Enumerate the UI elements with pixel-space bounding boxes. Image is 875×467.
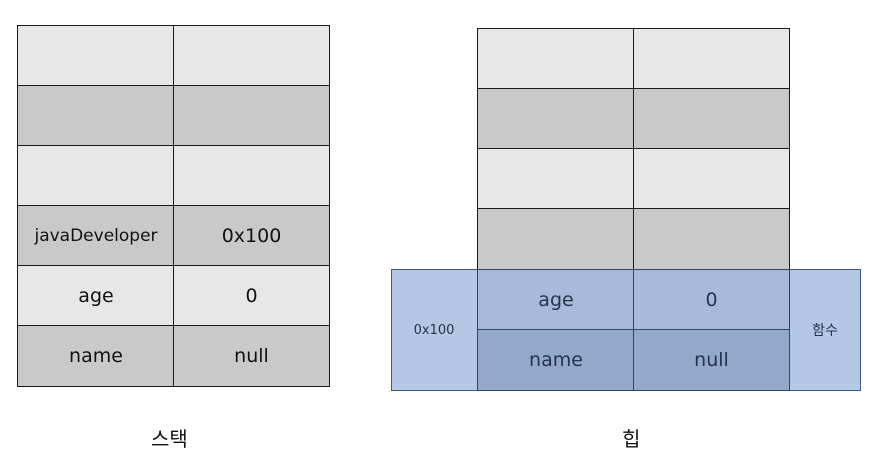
heap-object-field-age-value: 0	[633, 269, 790, 331]
stack-row-1-name	[17, 25, 175, 87]
heap-object-field-age-name: age	[477, 269, 635, 331]
stack-row-name-value: null	[173, 325, 330, 387]
stack-row-javadeveloper-value: 0x100	[173, 205, 330, 267]
stack-row-3-name	[17, 145, 175, 207]
heap-row-3-value	[633, 148, 790, 210]
stack-caption: 스택	[151, 427, 188, 451]
stack-row-2-name	[17, 85, 175, 147]
stack-row-2-value	[173, 85, 330, 147]
heap-row-4-name	[477, 208, 635, 270]
heap-object-field-name-value: null	[633, 329, 790, 391]
heap-row-2-value	[633, 88, 790, 150]
heap-object-field-name-name: name	[477, 329, 635, 391]
stack-row-1-value	[173, 25, 330, 87]
stack-row-3-value	[173, 145, 330, 207]
heap-object-address: 0x100	[413, 322, 455, 338]
stack-row-javadeveloper-name: javaDeveloper	[17, 205, 175, 267]
heap-caption: 힙	[622, 427, 641, 451]
heap-row-4-value	[633, 208, 790, 270]
heap-object-side-label: 함수	[812, 323, 838, 339]
stack-row-name-name: name	[17, 325, 175, 387]
stack-row-age-value: 0	[173, 265, 330, 327]
heap-row-3-name	[477, 148, 635, 210]
stack-row-age-name: age	[17, 265, 175, 327]
heap-row-1-name	[477, 28, 635, 90]
heap-row-1-value	[633, 28, 790, 90]
heap-row-2-name	[477, 88, 635, 150]
